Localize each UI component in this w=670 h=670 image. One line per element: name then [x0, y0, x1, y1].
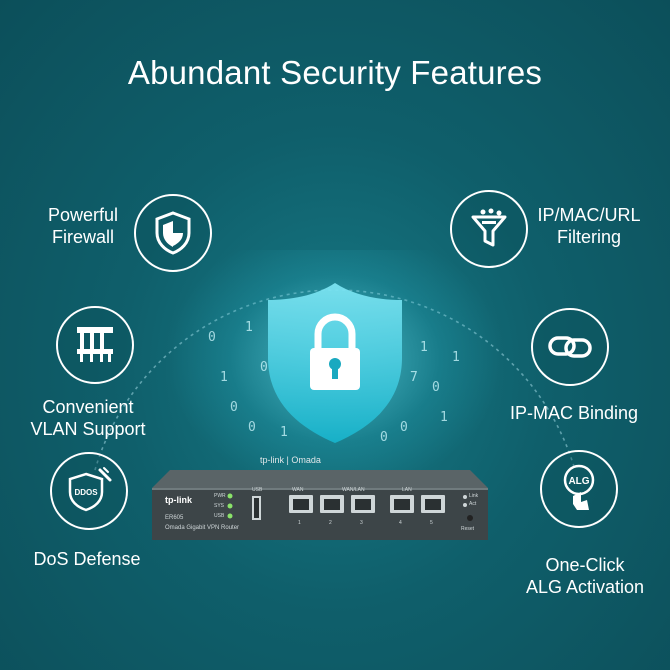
router-led-usb: USB [214, 513, 225, 519]
vlan-network-icon [77, 327, 113, 362]
binary-digits: 0 1 0 1 0 0 1 0 1 0 1 7 1 0 [208, 320, 460, 445]
dos-feature-circle: DDOS [50, 452, 128, 530]
lock-shield-icon [268, 283, 402, 443]
shield-icon [155, 211, 191, 255]
router-subtitle: Omada Gigabit VPN Router [165, 525, 240, 531]
router-act-label: Act [469, 501, 477, 507]
vlan-label-line1: Convenient [42, 397, 134, 417]
alg-click-icon: ALG [563, 464, 595, 510]
router-usb-label: USB [252, 487, 263, 493]
alg-badge-text: ALG [568, 476, 589, 487]
router-model: ER605 [165, 515, 184, 521]
router-led-pwr: PWR [214, 493, 226, 499]
vlan-feature-circle [56, 306, 134, 384]
router-top-brand: tp-link | Omada [260, 455, 321, 465]
firewall-label: Powerful Firewall [40, 204, 126, 248]
link-chain-icon [548, 336, 592, 358]
dos-label: DoS Defense [24, 548, 150, 570]
router-port-number-3: 3 [360, 520, 363, 526]
firewall-label-line1: Powerful [47, 205, 119, 225]
router-device [152, 470, 488, 540]
router-lan-label: LAN [402, 487, 412, 493]
binding-label: IP-MAC Binding [504, 402, 644, 424]
filtering-feature-circle [450, 190, 528, 268]
firewall-label-line2: Firewall [51, 227, 114, 247]
alg-label-line2: ALG Activation [525, 577, 645, 597]
vlan-label: Convenient VLAN Support [20, 396, 156, 440]
ddos-shield-icon: DDOS [68, 467, 112, 512]
alg-label-line1: One-Click [545, 555, 625, 575]
alg-feature-circle: ALG [540, 450, 618, 528]
router-port-number-5: 5 [430, 520, 433, 526]
router-brand: tp-link [165, 495, 192, 505]
router-port-number-4: 4 [399, 520, 402, 526]
filtering-label-line2: Filtering [556, 227, 622, 247]
page-title: Abundant Security Features [127, 54, 543, 91]
router-led-sys: SYS [214, 503, 225, 509]
firewall-feature-circle [134, 194, 212, 272]
vlan-label-line2: VLAN Support [30, 419, 146, 439]
router-port-number-1: 1 [298, 520, 301, 526]
binding-label-line1: IP-MAC Binding [509, 403, 639, 423]
filtering-label: IP/MAC/URL Filtering [534, 204, 644, 248]
funnel-filter-icon [471, 208, 507, 247]
router-reset-label: Reset [461, 526, 475, 532]
binding-feature-circle [531, 308, 609, 386]
alg-label: One-Click ALG Activation [510, 554, 660, 598]
ddos-badge-text: DDOS [74, 488, 98, 497]
router-port-number-2: 2 [329, 520, 332, 526]
filtering-label-line1: IP/MAC/URL [537, 205, 641, 225]
dos-label-line1: DoS Defense [33, 549, 141, 569]
router-link-label: Link [469, 493, 479, 499]
router-wan-label: WAN [292, 487, 304, 493]
router-wanlan-label: WAN/LAN [342, 487, 365, 493]
